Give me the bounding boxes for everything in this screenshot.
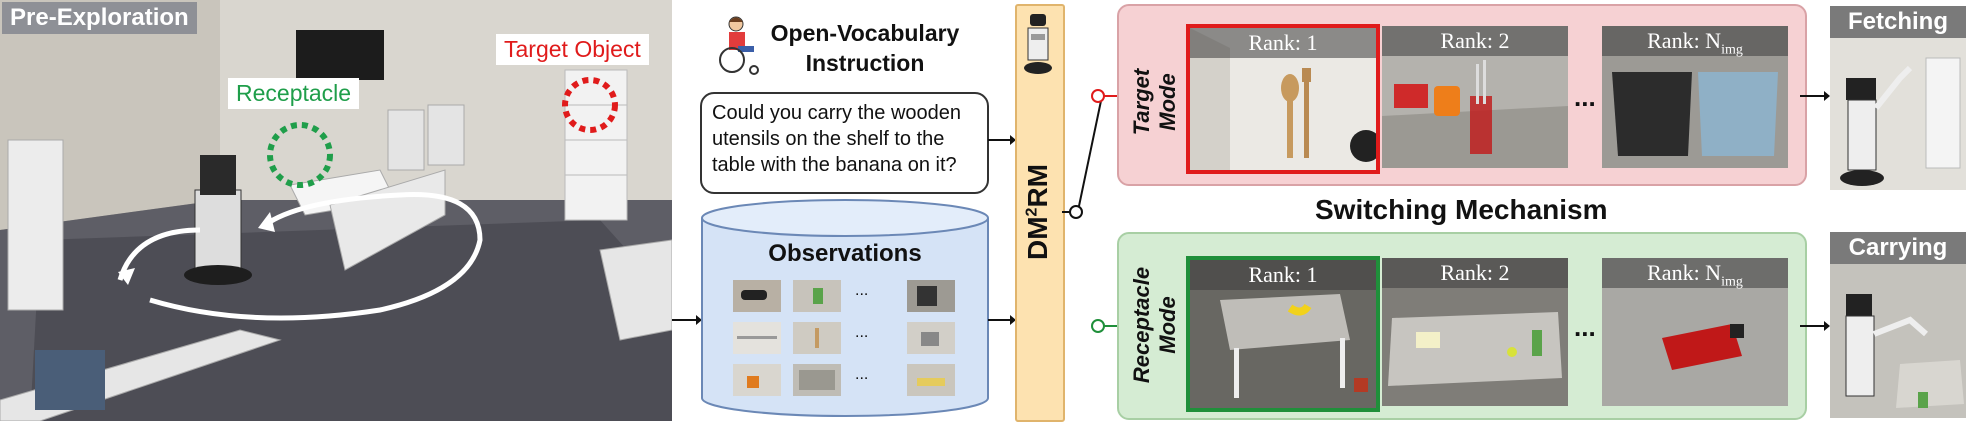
target-rank-2-image: Rank: 2	[1382, 26, 1568, 168]
receptacle-rank-n-label: Rank: Nimg	[1602, 258, 1788, 290]
instruction-title: Open-Vocabulary Instruction	[760, 18, 970, 78]
target-mode-label-line1: Target	[1128, 68, 1154, 136]
receptacle-rank-n-text: Rank: N	[1647, 260, 1722, 285]
receptacle-rank-2-label: Rank: 2	[1382, 258, 1568, 288]
carrying-label: Carrying	[1830, 232, 1966, 264]
receptacle-rank-n-image: Rank: Nimg	[1602, 258, 1788, 406]
target-rank-n-image: Rank: Nimg	[1602, 26, 1788, 168]
observation-ellipsis: ...	[855, 324, 869, 341]
receptacle-rank-1-label: Rank: 1	[1190, 260, 1376, 290]
observation-ellipsis: ...	[855, 282, 869, 299]
instruction-bubble: Could you carry the wooden utensils on t…	[700, 92, 989, 194]
receptacle-rank-2-text: Rank: 2	[1440, 260, 1510, 285]
receptacle-mode-label-line2: Mode	[1155, 296, 1180, 354]
target-rank-n-label: Rank: Nimg	[1602, 26, 1788, 58]
instruction-title-line1: Open-Vocabulary	[770, 20, 960, 46]
receptacle-ellipsis: ...	[1574, 312, 1596, 342]
arrow-instruction-to-model	[988, 135, 1016, 145]
scene-illustration	[0, 0, 672, 421]
observation-grid: ... ... ...	[733, 280, 963, 400]
observation-thumbnail	[793, 364, 841, 396]
dm2rm-label-suffix: RM	[1022, 164, 1053, 208]
receptacle-label: Receptacle	[228, 78, 360, 109]
receptacle-rank-2-image: Rank: 2	[1382, 258, 1568, 406]
target-rank-1-label: Rank: 1	[1190, 28, 1376, 58]
receptacle-rank-1-image: Rank: 1	[1186, 256, 1380, 412]
observation-thumbnail	[733, 322, 781, 354]
arrow-scene-to-observations	[672, 315, 702, 325]
switch-connector	[1062, 89, 1118, 333]
receptacle-rank-n-sub: img	[1721, 274, 1743, 290]
observation-thumbnail	[733, 364, 781, 396]
fetching-photo	[1830, 38, 1966, 190]
observation-thumbnail	[793, 280, 841, 312]
target-circle	[562, 77, 618, 133]
observation-thumbnail	[733, 280, 781, 312]
wheelchair-user-icon	[712, 14, 760, 76]
dm2rm-label-prefix: DM	[1022, 216, 1053, 260]
arrow-to-carrying	[1800, 321, 1830, 331]
fetching-label: Fetching	[1830, 6, 1966, 38]
receptacle-circle	[267, 122, 333, 188]
receptacle-rank-1-text: Rank: 1	[1248, 262, 1318, 287]
arrow-observations-to-model	[988, 315, 1016, 325]
carrying-photo	[1830, 264, 1966, 418]
switching-mechanism-label: Switching Mechanism	[1315, 194, 1608, 225]
observation-thumbnail	[907, 280, 955, 312]
pre-exploration-photo: Pre-Exploration Receptacle Target Object	[0, 0, 672, 421]
observation-thumbnail	[907, 364, 955, 396]
target-ellipsis: ...	[1574, 82, 1596, 112]
receptacle-mode-label-line1: Receptacle	[1129, 266, 1154, 384]
instruction-title-line2: Instruction	[805, 50, 925, 76]
target-object-label: Target Object	[496, 34, 649, 65]
target-rank-2-label: Rank: 2	[1382, 26, 1568, 56]
observations-label: Observations	[768, 240, 922, 267]
target-rank-2-text: Rank: 2	[1440, 28, 1510, 53]
target-rank-n-sub: img	[1721, 42, 1743, 58]
target-rank-n-text: Rank: N	[1647, 28, 1722, 53]
pre-exploration-title: Pre-Exploration	[2, 2, 197, 34]
observation-thumbnail	[907, 322, 955, 354]
observation-thumbnail	[793, 322, 841, 354]
target-rank-1-image: Rank: 1	[1186, 24, 1380, 174]
arrow-to-fetching	[1800, 91, 1830, 101]
robot-icon	[1020, 10, 1056, 82]
target-mode-label-line2: Mode	[1154, 73, 1180, 131]
target-rank-1-text: Rank: 1	[1248, 30, 1318, 55]
observation-ellipsis: ...	[855, 366, 869, 383]
dm2rm-label-sup: 2	[1023, 207, 1041, 217]
